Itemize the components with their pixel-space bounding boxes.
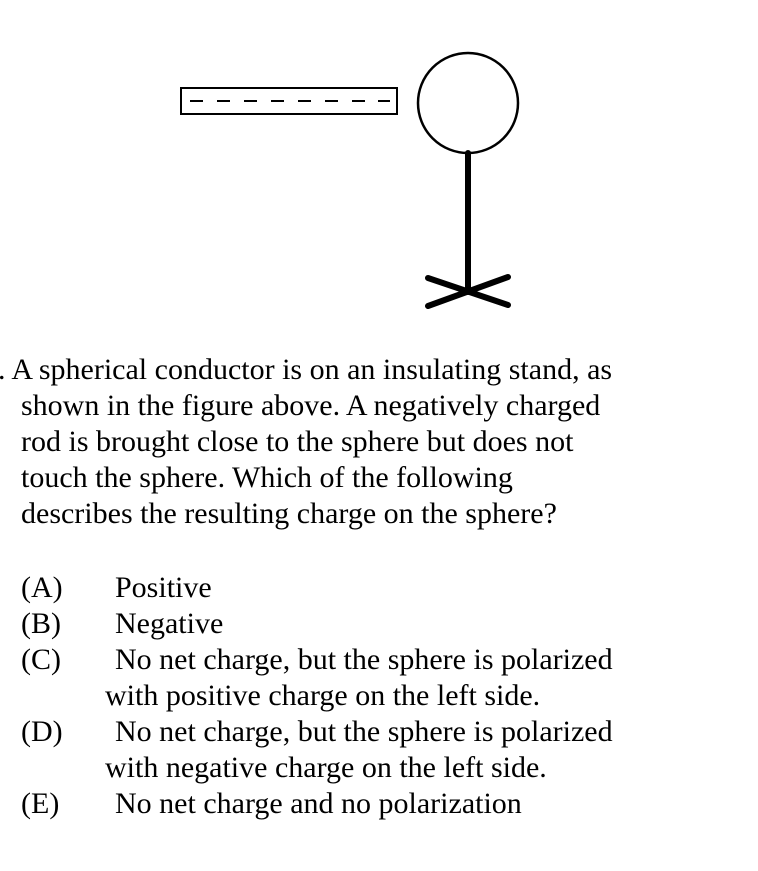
option-letter: (A) — [21, 571, 63, 604]
question-line: rod is brought close to the sphere but d… — [21, 425, 574, 458]
option-text: No net charge, but the sphere is polariz… — [115, 715, 613, 748]
option-text: Negative — [115, 607, 224, 640]
option-b[interactable]: (B) Negative — [21, 606, 741, 642]
conductor-figure — [180, 51, 520, 309]
stand-leg — [425, 275, 511, 308]
option-text: No net charge and no polarization — [115, 787, 522, 820]
option-letter: (E) — [21, 787, 60, 820]
question-line: touch the sphere. Which of the following — [21, 461, 513, 494]
option-a[interactable]: (A) Positive — [21, 570, 741, 606]
option-text: No net charge, but the sphere is polariz… — [115, 643, 613, 676]
question-line: describes the resulting charge on the sp… — [21, 497, 557, 530]
answer-options: (A) Positive (B) Negative (C) No net cha… — [21, 570, 741, 822]
option-text-continued: with positive charge on the left side. — [105, 679, 541, 712]
option-e[interactable]: (E) No net charge and no polarization — [21, 786, 741, 822]
rod-outline — [180, 87, 398, 115]
question-text: . A spherical conductor is on an insulat… — [0, 352, 750, 532]
spherical-conductor — [416, 51, 520, 155]
option-d[interactable]: (D) No net charge, but the sphere is pol… — [21, 714, 741, 786]
question-line: shown in the figure above. A negatively … — [21, 389, 601, 422]
option-letter: (C) — [21, 643, 61, 676]
option-letter: (D) — [21, 715, 63, 748]
option-letter: (B) — [21, 607, 61, 640]
option-text: Positive — [115, 571, 212, 604]
question-line: . A spherical conductor is on an insulat… — [0, 353, 613, 386]
option-c[interactable]: (C) No net charge, but the sphere is pol… — [21, 642, 741, 714]
charged-rod — [180, 87, 398, 115]
option-text-continued: with negative charge on the left side. — [105, 751, 547, 784]
insulating-stand — [425, 150, 511, 309]
